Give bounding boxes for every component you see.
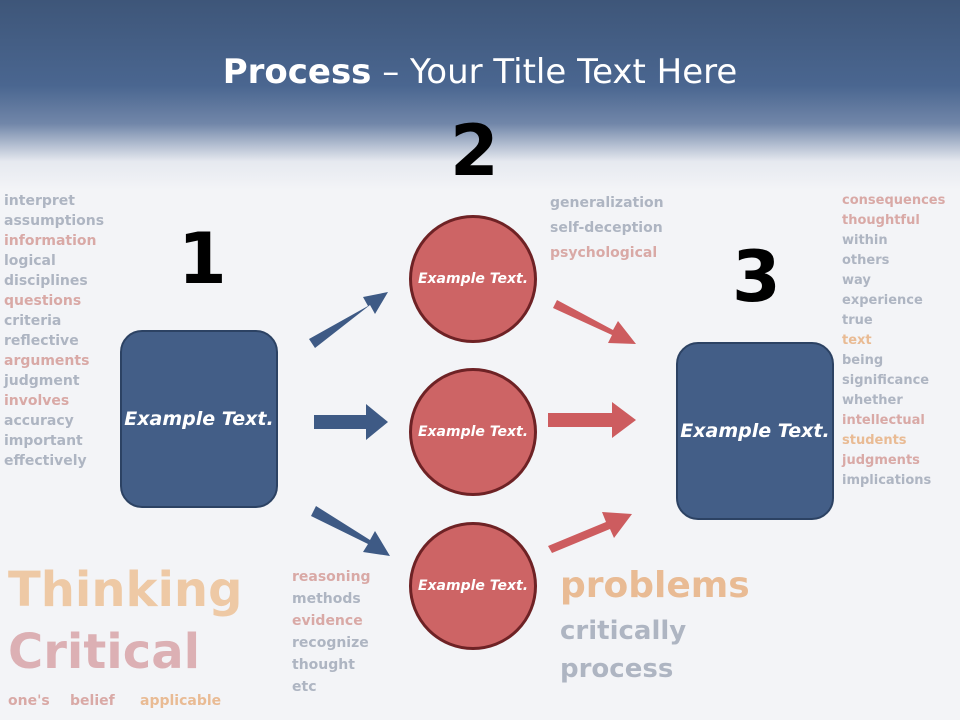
- background-word: assumptions: [4, 213, 105, 229]
- background-word: belief: [70, 693, 115, 709]
- background-word: within: [842, 233, 888, 248]
- background-word: thought: [292, 657, 355, 673]
- slide-title: Process – Your Title Text Here: [0, 52, 960, 92]
- circle-bottom-label: Example Text.: [417, 577, 529, 594]
- step-3-box[interactable]: Example Text.: [676, 342, 834, 520]
- background-word: intellectual: [842, 413, 925, 428]
- background-word: thoughtful: [842, 213, 920, 228]
- title-rest: – Your Title Text Here: [371, 52, 738, 92]
- background-word: others: [842, 253, 890, 268]
- background-word: important: [4, 433, 83, 449]
- background-word: reasoning: [292, 569, 371, 585]
- circle-top-label: Example Text.: [417, 270, 529, 287]
- background-word: being: [842, 353, 884, 368]
- background-word: Critical: [8, 624, 201, 680]
- circle-middle-label: Example Text.: [417, 423, 529, 440]
- background-word: information: [4, 233, 97, 249]
- background-word: students: [842, 433, 907, 448]
- background-word: involves: [4, 393, 70, 409]
- title-bold: Process: [222, 52, 372, 92]
- background-word: implications: [842, 473, 932, 488]
- background-word: effectively: [4, 453, 87, 469]
- background-word: methods: [292, 591, 361, 607]
- background-word: recognize: [292, 635, 369, 651]
- background-word: reflective: [4, 333, 79, 349]
- title-bar: Process – Your Title Text Here: [0, 0, 960, 190]
- step-3-label: Example Text.: [680, 419, 830, 442]
- background-word: significance: [842, 373, 930, 388]
- background-word: interpret: [4, 193, 75, 209]
- background-word: disciplines: [4, 273, 88, 289]
- background-word: criteria: [4, 313, 62, 329]
- step-1-label: Example Text.: [124, 407, 274, 430]
- background-word: whether: [842, 393, 903, 408]
- step-number-2: 2: [450, 110, 499, 192]
- background-word: one's: [8, 693, 50, 709]
- background-word: evidence: [292, 613, 363, 629]
- background-word: consequences: [842, 193, 946, 208]
- background-word: psychological: [550, 245, 658, 261]
- step-number-1: 1: [178, 218, 227, 300]
- background-word: experience: [842, 293, 923, 308]
- background-word: arguments: [4, 353, 90, 369]
- background-word: way: [842, 273, 871, 288]
- step-1-box[interactable]: Example Text.: [120, 330, 278, 508]
- step-number-3: 3: [732, 236, 781, 318]
- background-word: self-deception: [550, 220, 663, 236]
- background-word: critically: [560, 616, 687, 646]
- background-word: etc: [292, 679, 317, 695]
- background-word: true: [842, 313, 873, 328]
- background-word: accuracy: [4, 413, 74, 429]
- background-word: applicable: [140, 693, 222, 709]
- step-2-circle-middle[interactable]: Example Text.: [409, 368, 537, 496]
- background-word: judgment: [4, 373, 80, 389]
- background-word: logical: [4, 253, 56, 269]
- background-word: Thinking: [8, 562, 243, 618]
- background-word: text: [842, 333, 872, 348]
- background-word: problems: [560, 565, 750, 606]
- background-word: judgments: [842, 453, 920, 468]
- background-word: questions: [4, 293, 82, 309]
- background-word: process: [560, 654, 674, 684]
- background-word: generalization: [550, 195, 664, 211]
- step-2-circle-bottom[interactable]: Example Text.: [409, 522, 537, 650]
- step-2-circle-top[interactable]: Example Text.: [409, 215, 537, 343]
